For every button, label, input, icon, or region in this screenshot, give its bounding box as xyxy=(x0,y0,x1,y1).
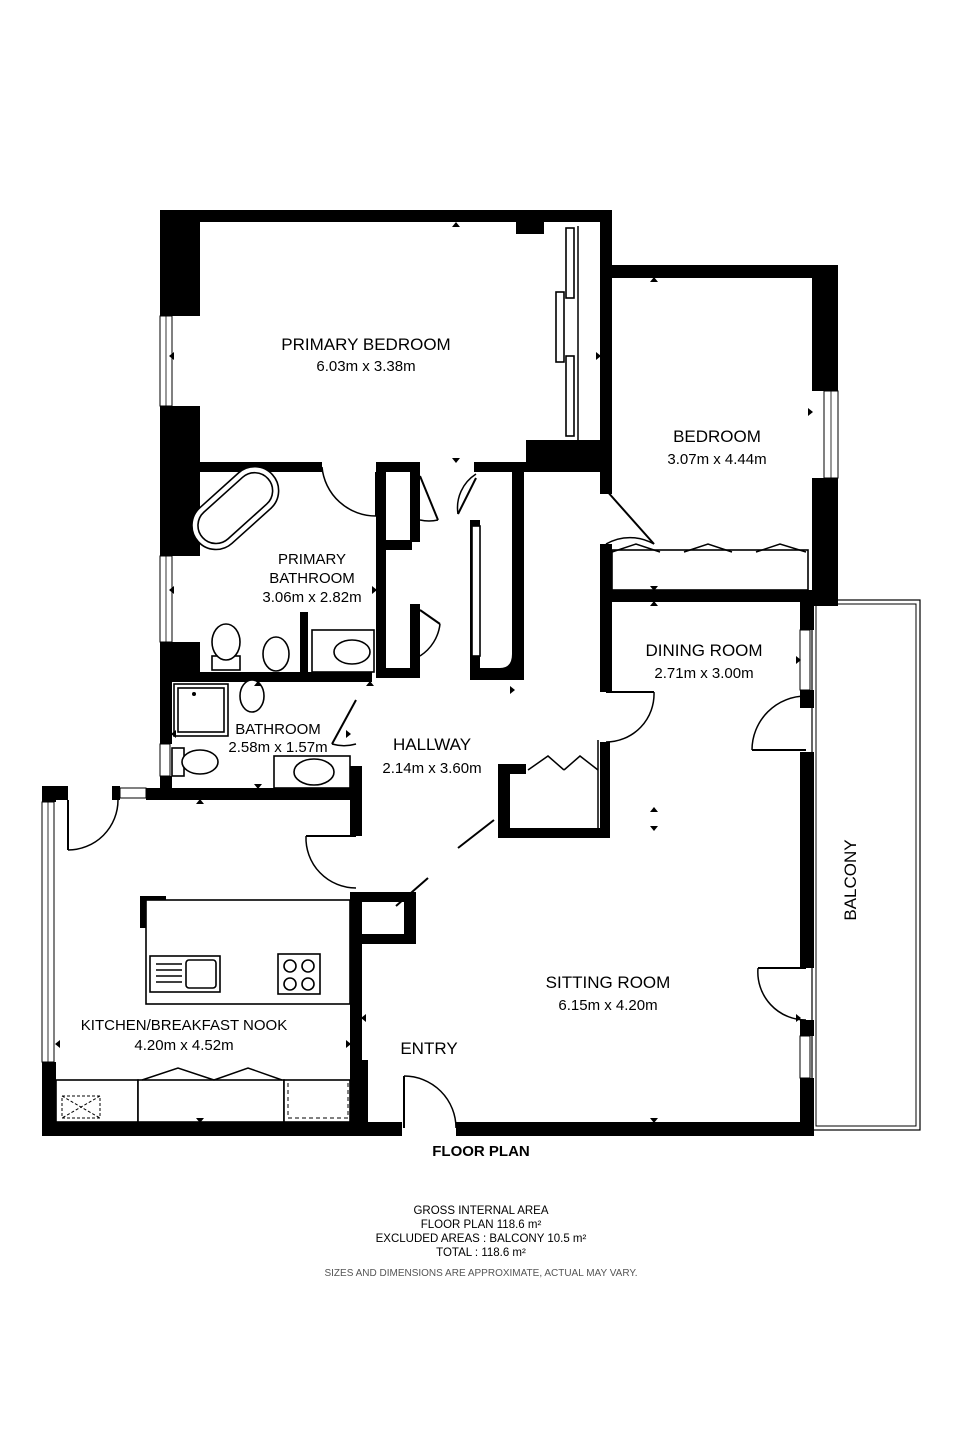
primary-bedroom-name: PRIMARY BEDROOM xyxy=(281,335,450,354)
wardrobes xyxy=(55,226,809,1123)
windows xyxy=(41,315,839,1079)
bedroom-name: BEDROOM xyxy=(673,427,761,446)
exterior-walls xyxy=(42,210,838,1136)
disclaimer: SIZES AND DIMENSIONS ARE APPROXIMATE, AC… xyxy=(324,1268,637,1279)
primary-bathroom-dims: 3.06m x 2.82m xyxy=(262,589,361,606)
kitchen-fixtures xyxy=(61,896,351,1119)
hallway-name: HALLWAY xyxy=(393,735,471,754)
area-summary: GROSS INTERNAL AREA FLOOR PLAN 118.6 m² … xyxy=(376,1205,587,1259)
area-heading: GROSS INTERNAL AREA xyxy=(413,1205,548,1217)
area-excluded: EXCLUDED AREAS : BALCONY 10.5 m² xyxy=(376,1233,587,1245)
primary-bedroom-dims: 6.03m x 3.38m xyxy=(316,358,415,375)
dining-room-name: DINING ROOM xyxy=(645,641,762,660)
bedroom-dims: 3.07m x 4.44m xyxy=(667,451,766,468)
doors xyxy=(67,466,807,1129)
primary-bathroom-name-line2: BATHROOM xyxy=(269,570,355,587)
bathroom-name: BATHROOM xyxy=(235,721,321,738)
balcony-name: BALCONY xyxy=(841,839,860,920)
sitting-room-dims: 6.15m x 4.20m xyxy=(558,997,657,1014)
plan-title: FLOOR PLAN xyxy=(432,1143,530,1160)
area-total: TOTAL : 118.6 m² xyxy=(436,1247,526,1259)
dimension-arrows xyxy=(55,222,813,1123)
bathroom-fixtures xyxy=(171,465,375,789)
entry-name: ENTRY xyxy=(400,1039,457,1058)
hallway-dims: 2.14m x 3.60m xyxy=(382,760,481,777)
kitchen-dims: 4.20m x 4.52m xyxy=(134,1037,233,1054)
sitting-room-name: SITTING ROOM xyxy=(546,973,671,992)
dining-room-dims: 2.71m x 3.00m xyxy=(654,665,753,682)
bathroom-dims: 2.58m x 1.57m xyxy=(228,739,327,756)
room-labels: PRIMARY BEDROOM 6.03m x 3.38m BEDROOM 3.… xyxy=(81,335,860,1058)
kitchen-name: KITCHEN/BREAKFAST NOOK xyxy=(81,1017,287,1034)
primary-bathroom-name-line1: PRIMARY xyxy=(278,551,346,568)
balcony-outline xyxy=(811,599,921,1131)
area-floor-plan: FLOOR PLAN 118.6 m² xyxy=(421,1219,542,1231)
